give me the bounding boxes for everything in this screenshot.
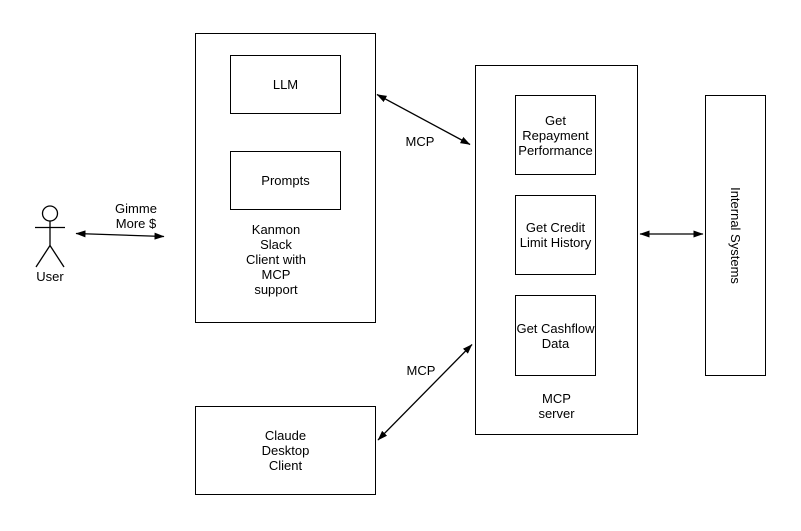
tool-get-cashflow-data-box: Get Cashflow Data bbox=[515, 295, 596, 376]
internal-systems-label: Internal Systems bbox=[728, 187, 744, 284]
user-figure-head bbox=[41, 205, 59, 222]
mcp-link-top-label: MCP bbox=[405, 134, 435, 149]
user-label: User bbox=[36, 269, 64, 284]
mcp-server-label: MCP server bbox=[538, 391, 575, 421]
user-figure-right-leg bbox=[49, 245, 65, 268]
mcp-link-bottom-label: MCP bbox=[406, 363, 436, 378]
kanmon-client-label: Kanmon Slack Client with MCP support bbox=[246, 222, 306, 297]
tool-get-credit-limit-history-box: Get Credit Limit History bbox=[515, 195, 596, 275]
tool-get-repayment-performance-box: Get Repayment Performance bbox=[515, 95, 596, 175]
internal-systems-box: Internal Systems bbox=[705, 95, 766, 376]
arrow-user-kanmon bbox=[75, 230, 165, 240]
claude-client-box: Claude Desktop Client bbox=[195, 406, 376, 495]
arrow-claude-mcp-server bbox=[377, 344, 473, 441]
user-figure bbox=[35, 205, 65, 268]
prompts-box: Prompts bbox=[230, 151, 341, 210]
llm-box: LLM bbox=[230, 55, 341, 114]
user-arrow-label: Gimme More $ bbox=[115, 201, 157, 231]
user-figure-left-leg bbox=[35, 245, 51, 268]
